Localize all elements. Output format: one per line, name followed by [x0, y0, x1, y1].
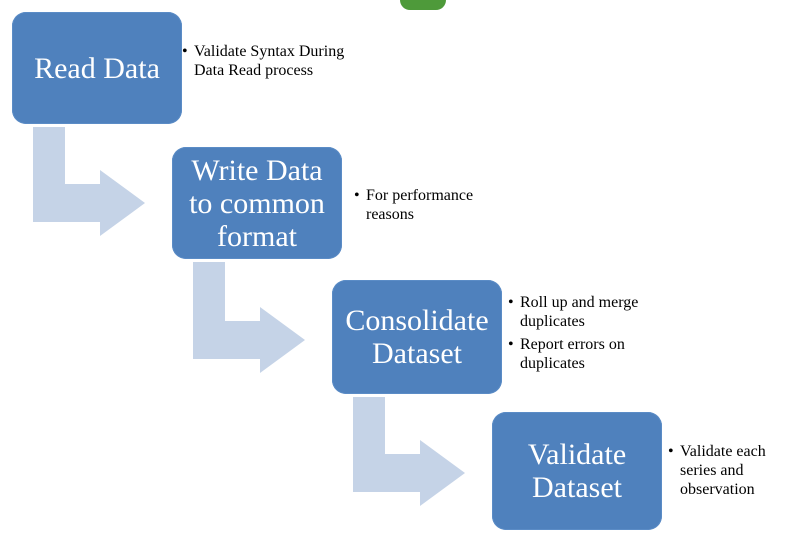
- step-validate-dataset-notes: Validate each series and observation: [668, 442, 793, 503]
- step-write-data-notes: For performance reasons: [354, 186, 524, 228]
- step-consolidate-dataset-notes: Roll up and merge duplicates Report erro…: [508, 293, 688, 377]
- step-label: Write Data to common format: [189, 153, 325, 253]
- note-item: For performance reasons: [354, 186, 524, 224]
- decorative-green-shape: [400, 0, 446, 10]
- note-item: Validate each series and observation: [668, 442, 793, 499]
- step-label: Consolidate Dataset: [345, 304, 489, 370]
- bent-arrow-2: [193, 262, 305, 373]
- note-item: Roll up and merge duplicates: [508, 293, 688, 331]
- step-label: Validate Dataset: [527, 438, 627, 504]
- step-read-data-notes: Validate Syntax During Data Read process: [182, 42, 372, 84]
- note-item: Report errors on duplicates: [508, 335, 688, 373]
- step-read-data: Read Data: [12, 12, 182, 124]
- step-write-data: Write Data to common format: [172, 147, 342, 259]
- step-consolidate-dataset: Consolidate Dataset: [332, 280, 502, 394]
- note-item: Validate Syntax During Data Read process: [182, 42, 372, 80]
- step-validate-dataset: Validate Dataset: [492, 412, 662, 530]
- step-label: Read Data: [34, 51, 160, 85]
- bent-arrow-3: [353, 397, 465, 506]
- bent-arrow-1: [33, 127, 145, 236]
